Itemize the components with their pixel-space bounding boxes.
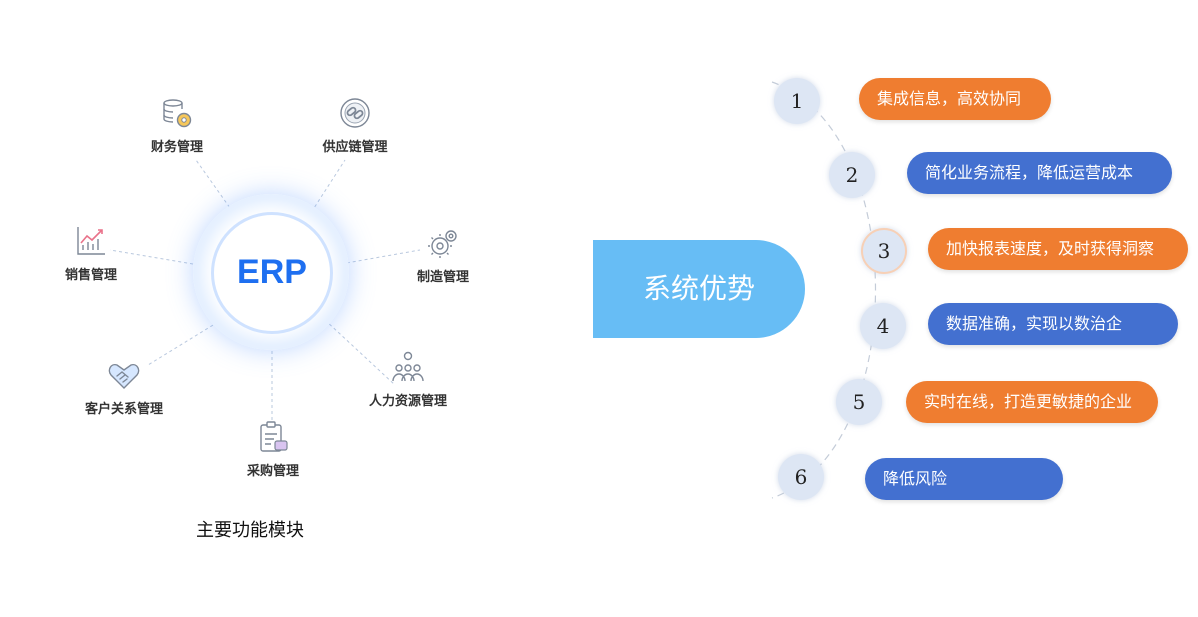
advantage-pill-5: 实时在线，打造更敏捷的企业	[906, 381, 1158, 423]
connector-crm	[147, 321, 219, 366]
gears-icon	[428, 230, 457, 258]
module-label-finance: 财务管理	[150, 140, 203, 155]
link-chain-icon	[340, 98, 370, 128]
database-gear-icon	[163, 99, 192, 128]
advantage-number-2: 2	[829, 152, 875, 198]
erp-hub-inner: ERP	[211, 212, 333, 334]
advantages-arc	[771, 81, 876, 499]
advantage-number-4: 4	[860, 303, 906, 349]
module-label-sales: 销售管理	[64, 268, 117, 283]
connector-sales	[109, 249, 194, 265]
connector-manufacturing	[334, 249, 421, 266]
erp-hub: ERP	[193, 194, 349, 350]
diagram-caption: 主要功能模块	[196, 520, 304, 541]
handshake-icon	[108, 363, 140, 389]
advantage-number-5: 5	[836, 379, 882, 425]
advantage-pill-2: 简化业务流程，降低运营成本	[907, 152, 1172, 194]
module-crm: 客户关系管理	[59, 358, 189, 417]
advantage-number-6: 6	[778, 454, 824, 500]
advantage-number-1: 1	[774, 78, 820, 124]
advantage-pill-1: 集成信息，高效协同	[859, 78, 1051, 120]
advantage-pill-6: 降低风险	[865, 458, 1063, 500]
module-label-hr: 人力资源管理	[368, 394, 447, 409]
connector-hr	[324, 319, 396, 386]
clipboard-purchase-icon	[260, 421, 288, 452]
module-supply-chain: 供应链管理	[290, 96, 420, 155]
module-label-purchase: 采购管理	[246, 464, 299, 479]
advantages-title: 系统优势	[593, 240, 805, 338]
module-label-crm: 客户关系管理	[84, 402, 163, 417]
advantage-pill-3: 加快报表速度，及时获得洞察	[928, 228, 1188, 270]
module-manufacturing: 制造管理	[378, 226, 508, 285]
module-label-supply-chain: 供应链管理	[322, 140, 388, 155]
advantage-number-3: 3	[861, 228, 907, 274]
module-sales: 销售管理	[26, 224, 156, 283]
people-group-icon	[392, 351, 424, 382]
sales-chart-icon	[77, 227, 105, 255]
erp-center-label: ERP	[237, 253, 307, 291]
advantage-pill-4: 数据准确，实现以数治企	[928, 303, 1178, 345]
module-finance: 财务管理	[112, 96, 242, 155]
module-hr: 人力资源管理	[343, 350, 473, 409]
module-label-manufacturing: 制造管理	[416, 270, 469, 285]
module-purchase: 采购管理	[208, 420, 338, 479]
module-connectors	[109, 159, 421, 420]
